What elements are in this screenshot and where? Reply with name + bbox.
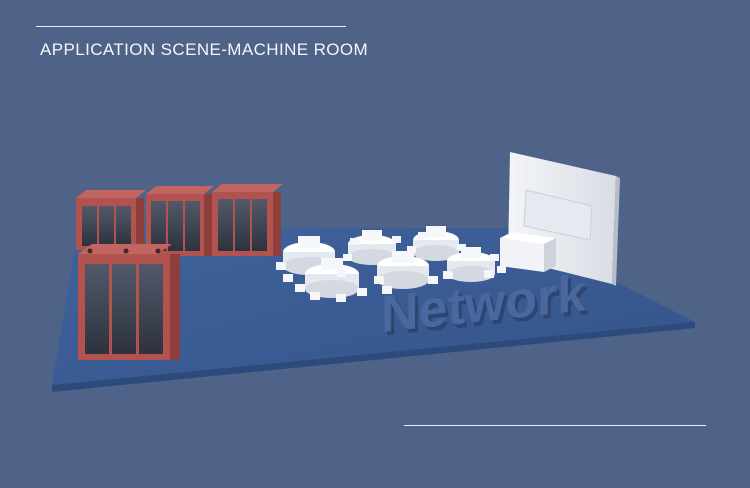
workstation-pod [377,251,429,289]
workstation-clusters [276,226,506,302]
stools [276,232,506,302]
workstation-pod [305,258,359,298]
server-cabinet [146,186,214,256]
workstation-pod [447,247,495,282]
server-cabinet [76,190,146,250]
bottom-divider-line [404,425,706,426]
page-title: APPLICATION SCENE-MACHINE ROOM [40,40,369,59]
server-cabinets [76,184,283,360]
server-cabinet [212,184,283,256]
server-cabinet-front [78,244,180,360]
top-divider-line [36,26,346,27]
reception-desk [500,232,556,272]
workstation-pod [348,230,396,265]
